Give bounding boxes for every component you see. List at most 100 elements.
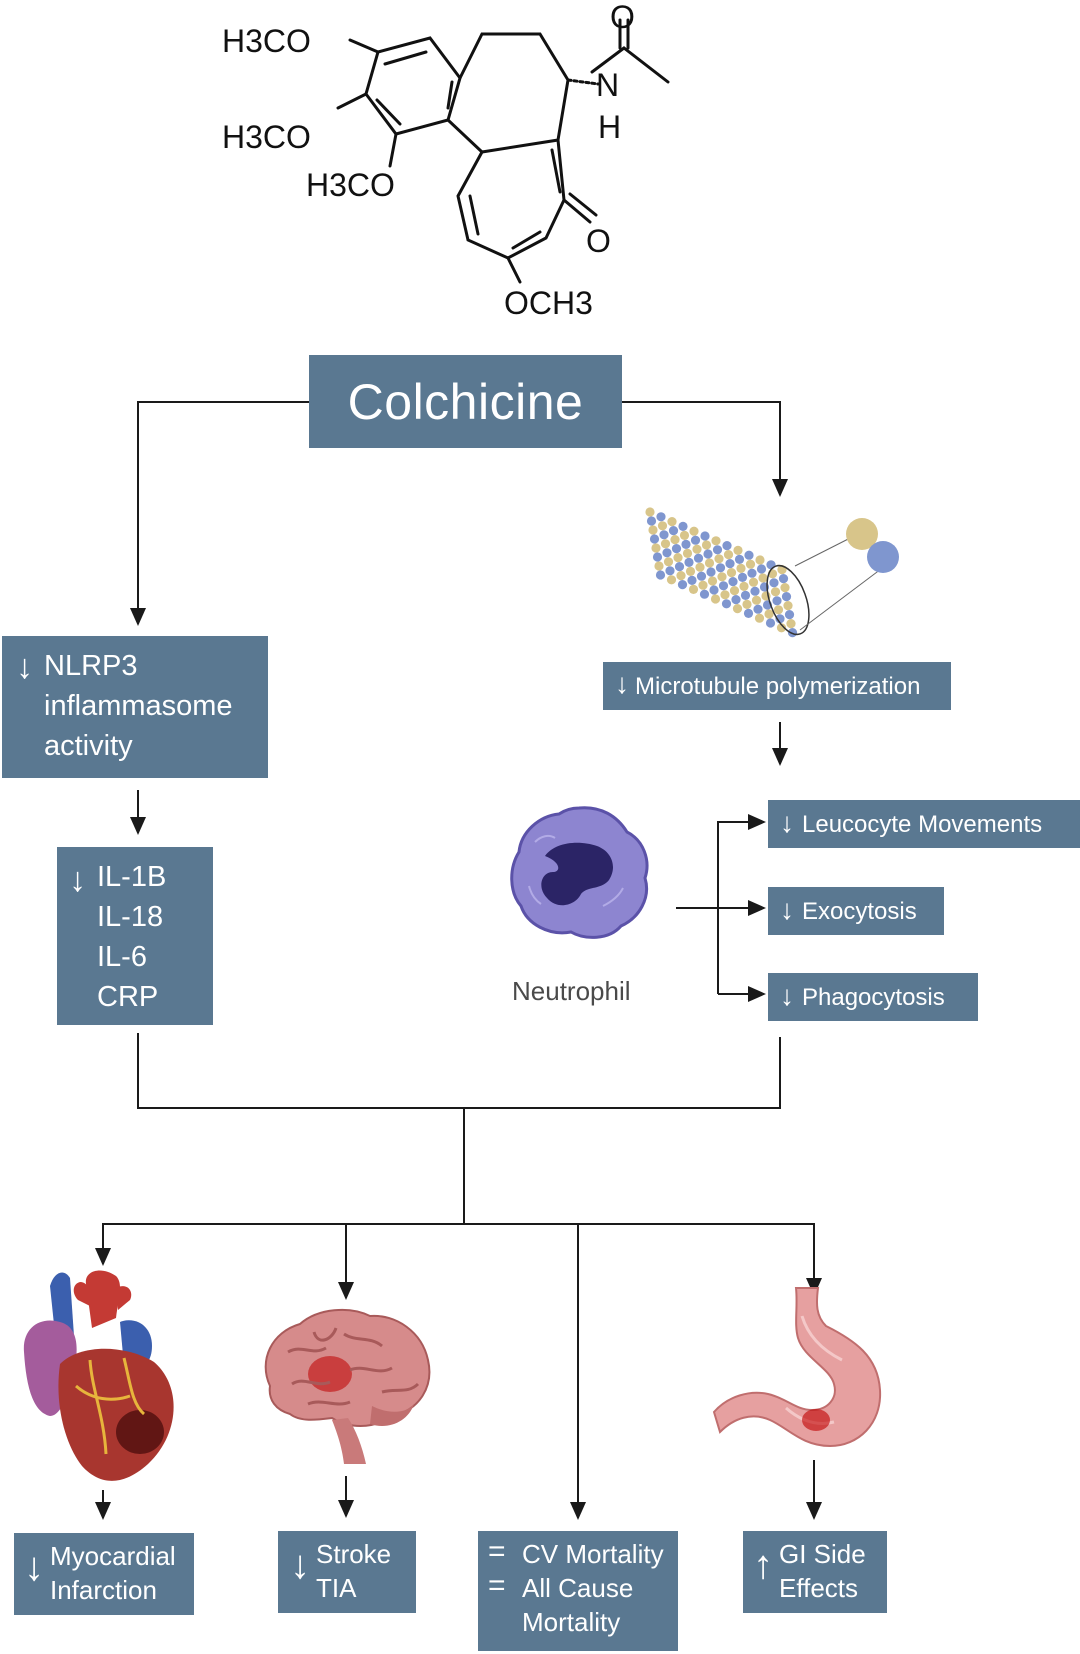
tubulin-bead	[695, 562, 705, 572]
tubulin-bead	[666, 575, 677, 585]
tubulin-bead	[662, 548, 672, 558]
tubulin-bead	[699, 589, 710, 599]
colchicine-label: Colchicine	[347, 373, 584, 430]
decrease-arrow-icon: ↓	[780, 980, 794, 1011]
decrease-arrow-icon: ↓	[290, 1543, 310, 1587]
outcome-text: Myocardial Infarction	[50, 1539, 176, 1607]
outcome-myocardial-box: ↓ Myocardial Infarction	[14, 1533, 194, 1615]
effect-label: Leucocyte Movements	[802, 811, 1043, 838]
effect-box: ↓ Leucocyte Movements	[768, 800, 1080, 848]
outcome-line: CV Mortality	[522, 1539, 664, 1569]
tubulin-bead	[784, 610, 795, 620]
tubulin-bead	[718, 581, 729, 591]
effect-box: ↓ Exocytosis	[768, 887, 944, 935]
tubulin-bead	[679, 530, 690, 540]
decrease-arrow-icon: ↓	[615, 668, 629, 699]
tubulin-bead	[671, 544, 682, 554]
outcome-mortality-box: = = CV Mortality All Cause Mortality	[478, 1531, 678, 1651]
tubulin-bead	[687, 575, 697, 585]
microtubule-icon	[645, 507, 899, 638]
decrease-arrow-icon: ↓	[16, 648, 33, 686]
tubulin-bead	[674, 562, 685, 572]
tubulin-bead	[648, 525, 658, 535]
tubulin-bead	[717, 572, 727, 582]
effect-box: ↓ Phagocytosis	[768, 973, 978, 1021]
tubulin-bead	[780, 583, 790, 593]
outcome-text: Stroke TIA	[316, 1537, 391, 1605]
tubulin-bead	[646, 516, 657, 526]
nlrp3-line: NLRP3	[44, 650, 138, 682]
tubulin-bead	[651, 543, 661, 553]
tubulin-bead	[685, 566, 696, 576]
outcome-line: GI Side	[779, 1539, 866, 1569]
tubulin-bead	[753, 604, 763, 614]
cytokine-item: CRP	[97, 981, 159, 1013]
tubulin-bead	[682, 548, 693, 558]
outcome-line: Myocardial	[50, 1541, 176, 1571]
outcome-line: Mortality	[522, 1607, 621, 1637]
tubulin-bead	[720, 590, 730, 600]
nlrp3-line: activity	[44, 730, 133, 762]
no-change-icon: =	[488, 1535, 506, 1568]
tubulin-bead	[750, 586, 760, 596]
tubulin-bead	[711, 536, 721, 546]
tubulin-bead	[728, 577, 738, 587]
tubulin-bead	[693, 553, 704, 563]
decrease-arrow-icon: ↓	[24, 1545, 44, 1589]
tubulin-bead	[655, 570, 666, 580]
neutrophil-icon	[510, 806, 649, 939]
decrease-arrow-icon: ↓	[780, 894, 794, 925]
tubulin-bead	[722, 541, 732, 551]
ketone-o-label: O	[586, 223, 611, 259]
tubulin-bead	[690, 535, 701, 545]
tubulin-bead	[649, 534, 660, 544]
tubulin-bead	[743, 608, 754, 618]
tubulin-bead	[764, 609, 774, 619]
tubulin-bead	[778, 574, 789, 584]
tubulin-bead	[714, 554, 724, 564]
tubulin-bead	[652, 552, 663, 562]
tubulin-bead	[786, 619, 796, 629]
tubulin-bead	[748, 577, 759, 587]
acetyl-o-label: O	[610, 0, 635, 35]
amide-h-label: H	[598, 109, 621, 145]
tubulin-bead	[776, 623, 787, 633]
decrease-arrow-icon: ↓	[780, 807, 794, 838]
cytokine-item: IL-18	[97, 901, 164, 933]
tubulin-bead	[740, 590, 751, 600]
tubulin-bead	[769, 578, 779, 588]
tubulin-bead	[739, 581, 749, 591]
tubulin-bead	[721, 599, 732, 609]
cytokines-box: ↓ IL-1B IL-18 IL-6 CRP	[57, 847, 213, 1025]
microtubule-box: ↓ Microtubule polymerization	[603, 662, 951, 710]
tubulin-bead	[654, 561, 664, 571]
microtubule-label: Microtubule polymerization	[635, 673, 921, 700]
effect-label: Phagocytosis	[802, 984, 945, 1011]
tubulin-bead	[696, 571, 707, 581]
tubulin-bead	[673, 553, 683, 563]
decrease-arrow-icon: ↓	[69, 861, 86, 899]
outcome-stroke-box: ↓ Stroke TIA	[278, 1531, 416, 1613]
amide-n-label: N	[596, 67, 619, 103]
tubulin-bead	[701, 540, 712, 550]
tubulin-bead	[660, 539, 671, 549]
outcome-text: GI Side Effects	[779, 1537, 866, 1605]
tubulin-bead	[765, 618, 776, 628]
nlrp3-text: NLRP3 inflammasome activity	[44, 646, 233, 766]
tubulin-bead	[700, 531, 710, 541]
tubulin-bead	[731, 595, 741, 605]
methoxy-label-2: H3CO	[222, 119, 311, 155]
stomach-icon	[712, 1287, 882, 1448]
tubulin-bead	[681, 539, 691, 549]
outcome-line: Infarction	[50, 1575, 157, 1605]
tubulin-bead	[712, 545, 723, 555]
cytokine-item: IL-6	[97, 941, 147, 973]
neutrophil-caption: Neutrophil	[512, 976, 631, 1006]
increase-arrow-icon: ↑	[753, 1543, 773, 1587]
tubulin-bead	[772, 596, 782, 606]
tubulin-bead	[744, 550, 754, 560]
effect-label: Exocytosis	[802, 898, 917, 925]
nlrp3-box: ↓ NLRP3 inflammasome activity	[2, 636, 268, 778]
tubulin-bead	[659, 530, 669, 540]
